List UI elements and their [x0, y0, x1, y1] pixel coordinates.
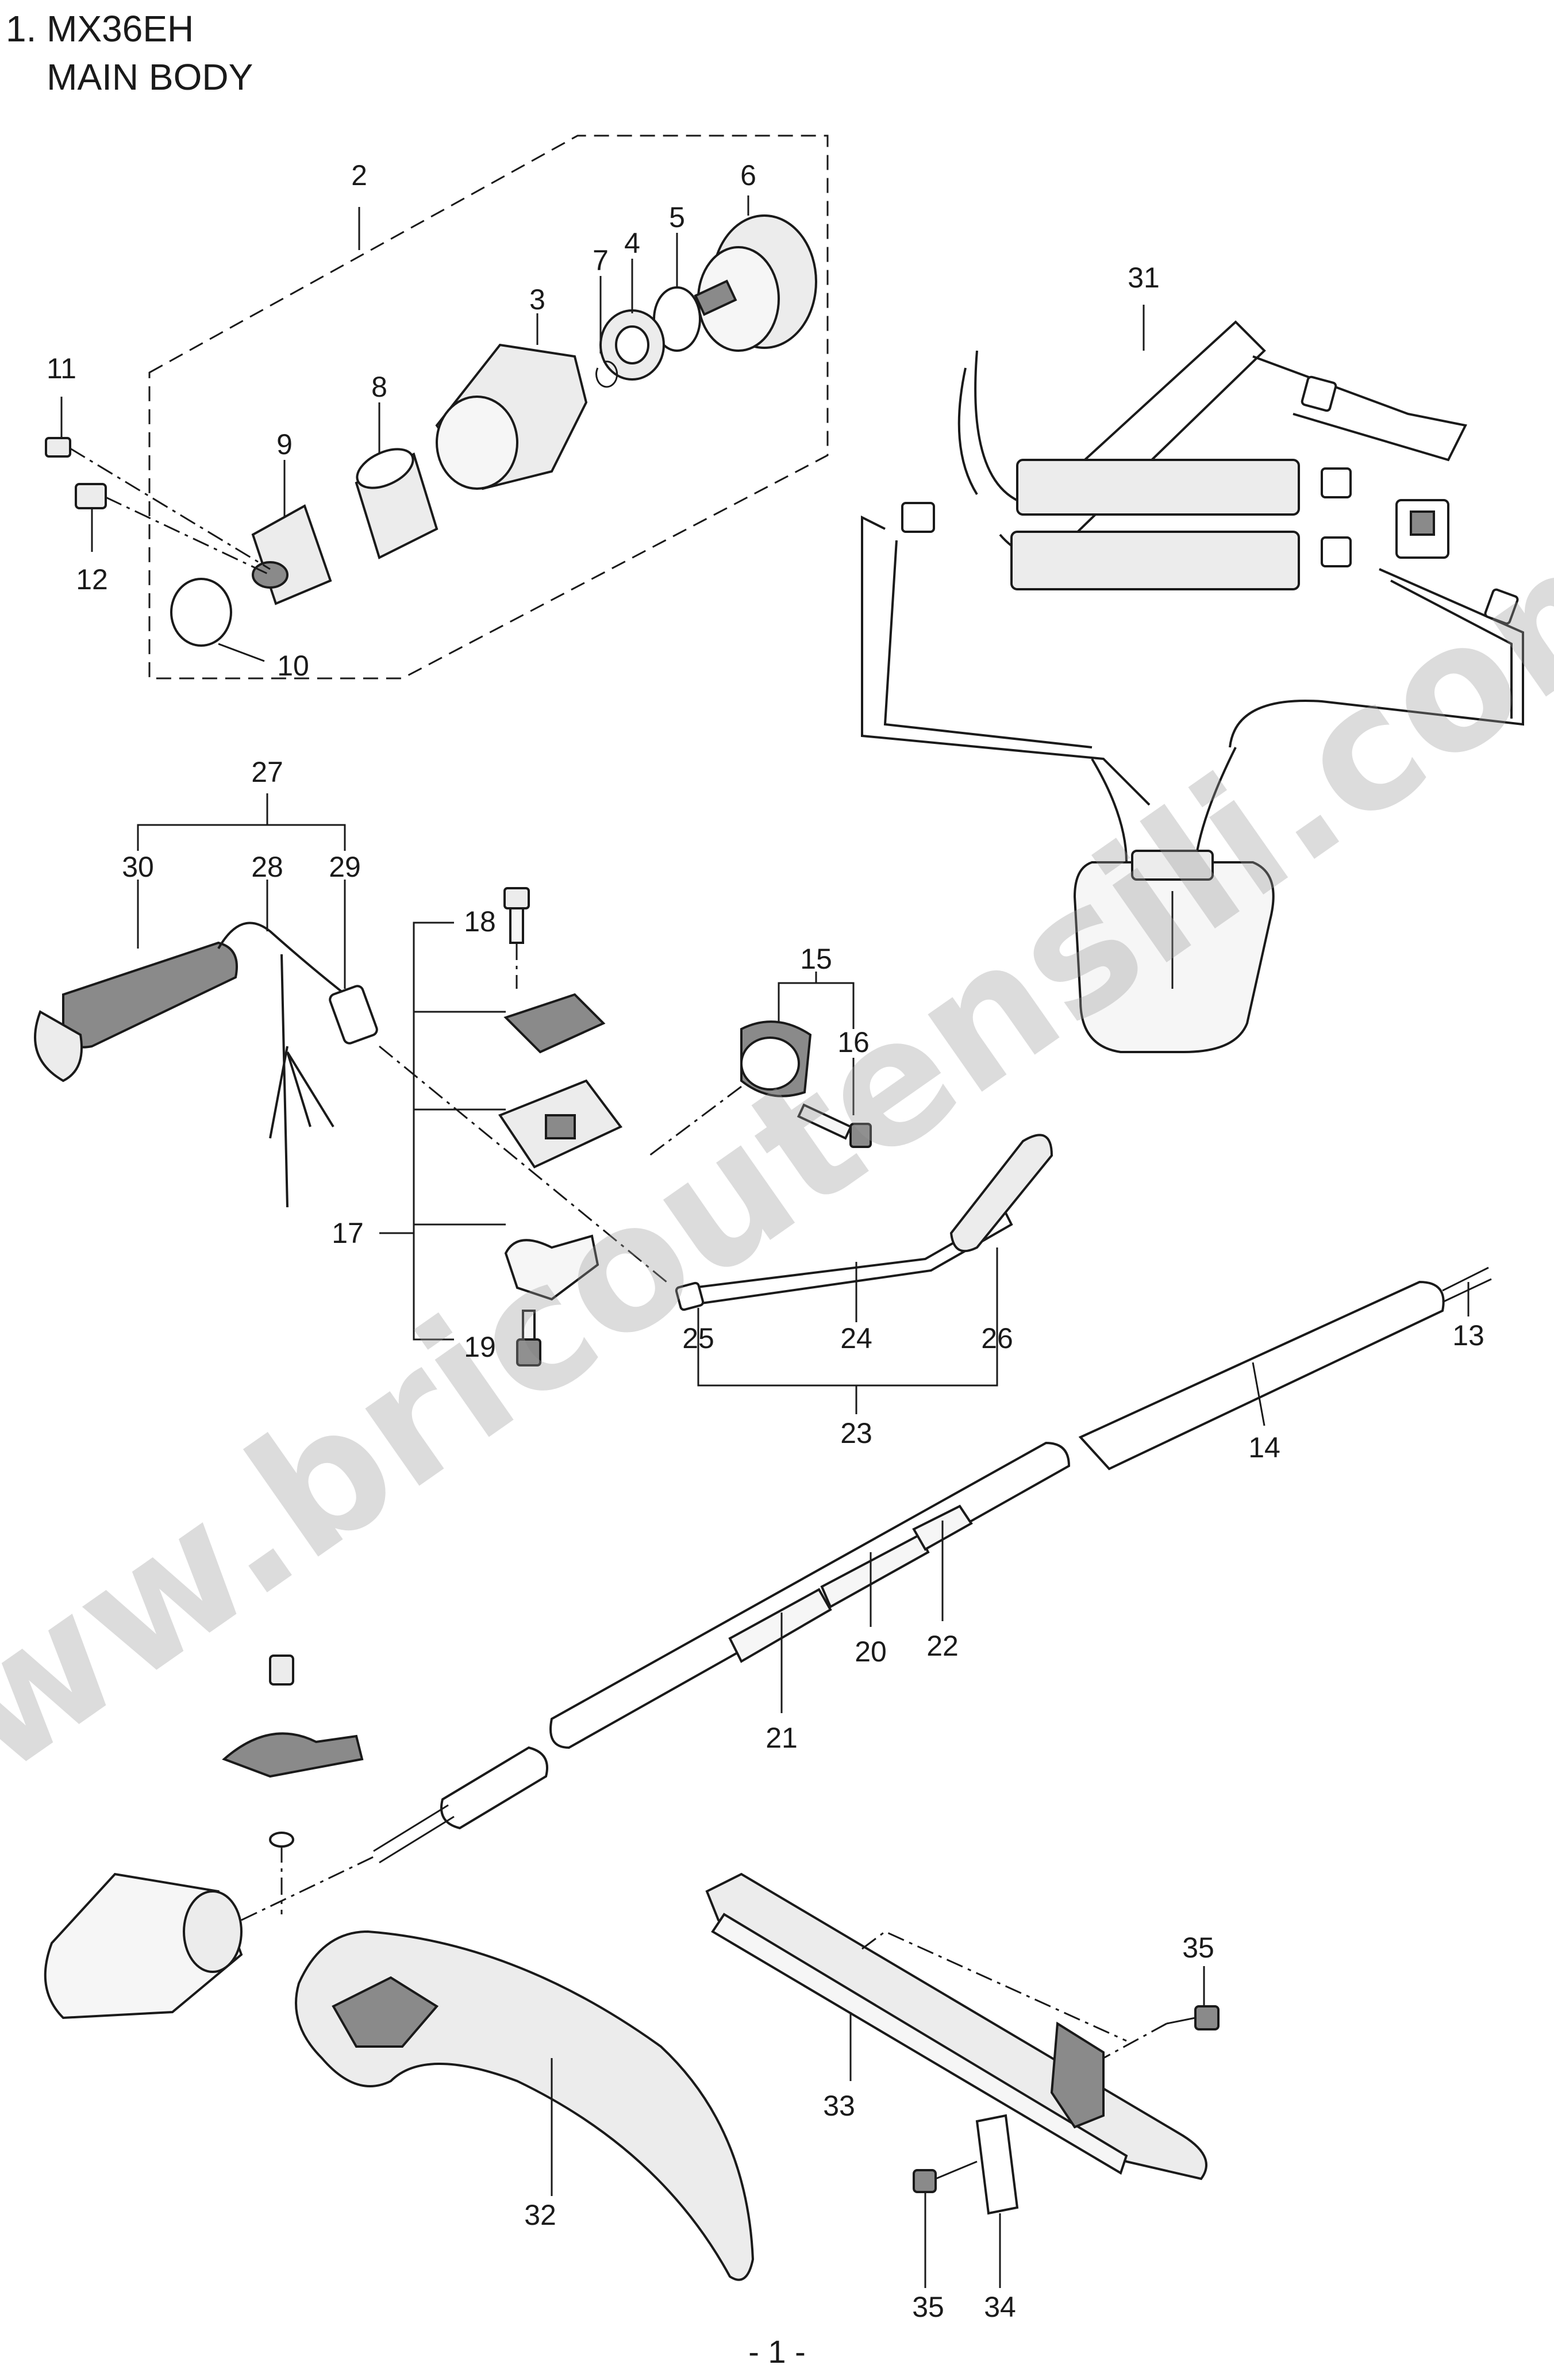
callout-label: 30	[122, 851, 154, 883]
guard-extension-part	[705, 1872, 1207, 2181]
handle-bar-group	[675, 1134, 1053, 1414]
clutch-drum-part	[694, 214, 817, 352]
clutch-assembly-group	[45, 135, 829, 680]
handle-clamp-group	[379, 887, 623, 1366]
diagram-title: 1. MX36EH MAIN BODY	[6, 5, 253, 101]
clamp-lower-part	[504, 1234, 599, 1301]
shaft-sleeve-lower	[440, 1746, 548, 1830]
handle-grip-part	[949, 1134, 1053, 1253]
callout-label: 19	[464, 1331, 496, 1363]
harness-hip-pad	[1073, 850, 1275, 1053]
callout-label: 2	[351, 159, 367, 191]
callout-label: 6	[740, 159, 756, 191]
bearing-part	[599, 309, 665, 381]
callout-label: 17	[332, 1217, 364, 1249]
clamp-middle-part	[498, 1079, 623, 1169]
callout-label: 26	[981, 1322, 1013, 1354]
callout-label: 11	[47, 352, 76, 385]
clutch-housing-part	[435, 343, 588, 490]
section-name: MAIN BODY	[6, 56, 253, 98]
screw-19-part	[516, 1310, 541, 1366]
bolt-35-upper	[1103, 1966, 1220, 2059]
shaft-clamp-part	[222, 1655, 364, 1914]
callout-label: 34	[984, 2291, 1016, 2323]
callout-label: 35	[912, 2291, 944, 2323]
callout-label: 10	[277, 650, 309, 682]
callout-label: 24	[840, 1322, 872, 1354]
callout-label: 3	[529, 283, 545, 316]
throttle-handle-group	[34, 793, 667, 1283]
blade-guard-part	[295, 1930, 755, 2281]
callout-label: 9	[276, 428, 293, 460]
snap-ring-part	[595, 360, 618, 388]
callout-label: 22	[926, 1630, 959, 1662]
gear-head-part	[44, 1872, 243, 2020]
callout-label: 33	[823, 2090, 855, 2122]
screw-18-part	[503, 887, 530, 989]
bolt-12-part	[75, 483, 271, 576]
callout-label: 5	[669, 201, 685, 233]
callout-label: 28	[251, 851, 283, 883]
callout-label: 7	[593, 244, 609, 277]
callout-label: 15	[800, 943, 832, 975]
liner-part	[251, 504, 332, 605]
plate-34-part	[975, 2114, 1019, 2215]
callout-label: 35	[1182, 1932, 1214, 1964]
callout-label: 31	[1128, 262, 1160, 294]
circlip-part	[170, 578, 232, 647]
shaft-group	[373, 1266, 1492, 1864]
callout-label: 4	[624, 227, 640, 259]
loop-handle-bracket	[740, 1020, 812, 1097]
callout-label: 13	[1452, 1319, 1484, 1352]
throttle-cable-part	[217, 922, 369, 1208]
shoulder-harness-part	[861, 305, 1524, 1053]
callout-label: 29	[329, 851, 361, 883]
callout-label: 32	[524, 2199, 556, 2231]
cable-tube-part	[329, 985, 378, 1045]
callout-label: 27	[251, 756, 283, 788]
callout-label: 16	[837, 1026, 870, 1058]
bolt-16-part	[797, 1103, 872, 1148]
callout-label: 12	[76, 563, 108, 596]
model-name: 1. MX36EH	[6, 8, 194, 49]
page-number: - 1 -	[748, 2333, 806, 2370]
shaft-tube-part	[549, 1441, 1071, 1749]
watermark-text: www.bricoutensili.com	[0, 471, 1554, 1904]
callout-label: 14	[1248, 1431, 1280, 1464]
throttle-grip-part	[34, 941, 238, 1082]
callout-label: 25	[682, 1322, 714, 1354]
callout-label: 20	[855, 1636, 887, 1668]
callout-label: 21	[766, 1722, 798, 1754]
callout-label: 23	[840, 1417, 872, 1449]
callout-label: 8	[371, 371, 387, 403]
bolt-11-part	[45, 437, 271, 570]
callout-label: 18	[464, 905, 496, 938]
loop-handle-group	[649, 972, 872, 1157]
shaft-sleeve-upper	[1078, 1266, 1492, 1471]
buckle-part	[1395, 499, 1449, 559]
bolt-35-lower	[913, 2160, 978, 2288]
clamp-upper-part	[503, 993, 606, 1054]
sleeve-part	[355, 448, 438, 559]
